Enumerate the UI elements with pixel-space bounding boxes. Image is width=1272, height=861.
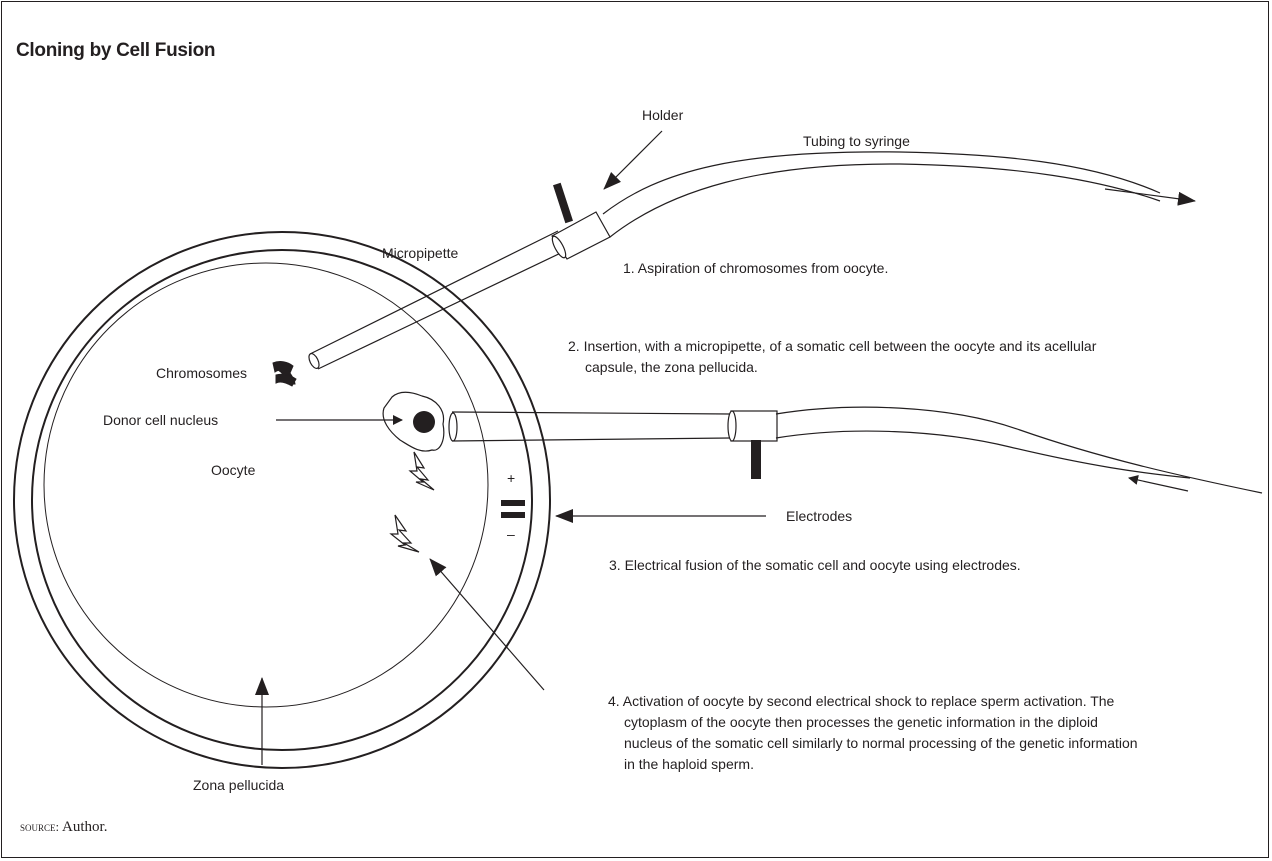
holder-arrow xyxy=(603,130,663,190)
spark-icon xyxy=(408,451,435,491)
upper-tubing xyxy=(602,151,1196,238)
upper-holder-clamp xyxy=(553,182,573,224)
step-2-line: 2. Insertion, with a micropipette, of a … xyxy=(568,338,1097,354)
activation-arrow xyxy=(429,558,545,691)
chromosomes-label: Chromosomes xyxy=(156,365,247,381)
insertion-micropipette xyxy=(448,411,731,442)
step-4-line: nucleus of the somatic cell similarly to… xyxy=(624,735,1138,751)
step-2-text: 2. Insertion, with a micropipette, of a … xyxy=(568,338,1100,375)
step-2-line: capsule, the zona pellucida. xyxy=(585,359,758,375)
zona-pellucida-inner xyxy=(31,249,533,751)
electrode-minus-label: – xyxy=(507,526,515,542)
step-4-line: 4. Activation of oocyte by second electr… xyxy=(608,693,1115,709)
oocyte-membrane xyxy=(43,262,489,708)
lower-tubing xyxy=(775,406,1263,494)
zona-pellucida-label: Zona pellucida xyxy=(193,777,284,793)
step-1-line: 1. Aspiration of chromosomes from oocyte… xyxy=(623,260,888,276)
source-prefix: source: xyxy=(20,819,59,834)
step-1-text: 1. Aspiration of chromosomes from oocyte… xyxy=(623,260,888,276)
upper-holder-collar xyxy=(551,211,611,260)
micropipette-label: Micropipette xyxy=(382,245,458,261)
step-4-line: cytoplasm of the oocyte then processes t… xyxy=(624,714,1098,730)
tubing-label: Tubing to syringe xyxy=(803,133,910,149)
holder-label: Holder xyxy=(642,107,684,123)
source-text: Author. xyxy=(59,819,107,835)
chromosomes xyxy=(272,361,297,387)
electrode-plus-label: + xyxy=(507,470,515,486)
zona-pellucida-outer xyxy=(13,231,551,769)
lower-holder-collar xyxy=(727,410,778,442)
step-4-line: in the haploid sperm. xyxy=(624,756,754,772)
aspiration-micropipette xyxy=(308,230,568,370)
step-3-text: 3. Electrical fusion of the somatic cell… xyxy=(609,557,1021,573)
electrodes-symbol xyxy=(501,500,525,518)
figure-title: Cloning by Cell Fusion xyxy=(16,40,216,61)
oocyte-label: Oocyte xyxy=(211,462,256,478)
donor-nucleus-label: Donor cell nucleus xyxy=(103,412,218,428)
step-3-line: 3. Electrical fusion of the somatic cell… xyxy=(609,557,1021,573)
source-note: source: Author. xyxy=(20,819,107,835)
donor-nucleus xyxy=(413,411,435,433)
spark-icon xyxy=(389,514,420,553)
step-4-text: 4. Activation of oocyte by second electr… xyxy=(608,693,1141,772)
lower-holder-clamp xyxy=(751,440,761,479)
electrodes-label: Electrodes xyxy=(786,508,852,524)
